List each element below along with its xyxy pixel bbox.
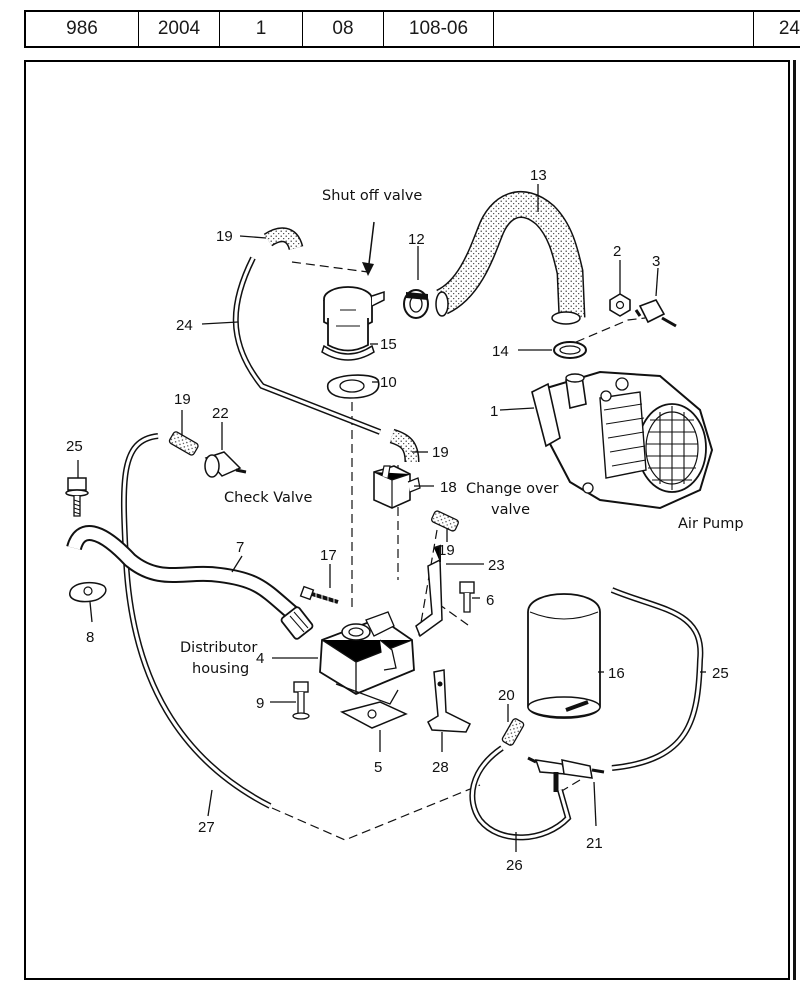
callout-21: 21: [586, 835, 603, 852]
hose-19-check-valve: [168, 431, 199, 456]
callout-13: 13: [530, 167, 547, 184]
callout-19-lower: 19: [438, 542, 455, 559]
callout-16: 16: [608, 665, 625, 682]
callout-19-check: 19: [174, 391, 191, 408]
diagram-frame: [24, 60, 790, 980]
callout-5: 5: [374, 759, 382, 776]
callout-19-top: 19: [216, 228, 233, 245]
callout-14: 14: [492, 343, 509, 360]
callout-28: 28: [432, 759, 449, 776]
callout-10: 10: [380, 374, 397, 391]
gasket-10: [326, 374, 380, 399]
clamp-12: [403, 289, 429, 319]
callout-3: 3: [652, 253, 660, 270]
callout-25-left: 24: [176, 317, 193, 334]
tube-25-right: [610, 587, 704, 771]
label-change-over-line2: valve: [491, 502, 530, 518]
header-cell-group: 1: [220, 12, 303, 46]
shut-off-valve-arrow: [362, 221, 375, 276]
header-table-row: 986 2004 1 08 108-06 24: [24, 10, 800, 48]
vacuum-reservoir-16: [527, 593, 601, 719]
label-distributor-line2: housing: [192, 661, 249, 677]
callout-7: 7: [236, 539, 244, 556]
callout-26: 26: [506, 857, 523, 874]
air-pump-1: [531, 370, 714, 510]
hose-19-elbow-middle: [389, 428, 420, 463]
header-cell-illustration: 108-06: [384, 12, 494, 46]
pipe-7: [66, 525, 314, 640]
hose-20: [501, 718, 525, 746]
callout-9: 9: [256, 695, 264, 712]
callout-12: 12: [408, 231, 425, 248]
bracket-28: [427, 669, 472, 733]
callout-24: 25: [66, 438, 83, 455]
label-change-over-line1: Change over: [466, 481, 558, 497]
hose-19-lower: [431, 510, 459, 532]
callout-19-middle: 19: [432, 444, 449, 461]
callout-27: 27: [198, 819, 215, 836]
callout-17: 17: [320, 547, 337, 564]
callout-22: 22: [212, 405, 229, 422]
callout-23: 23: [488, 557, 505, 574]
hose-13: [435, 191, 586, 325]
header-cell-blank: [494, 12, 754, 46]
callout-1: 1: [490, 403, 498, 420]
bracket-23: [415, 544, 443, 638]
bolt-17: [299, 585, 339, 604]
bolt-6: [459, 581, 475, 613]
shut-off-valve-15: [321, 286, 385, 361]
clamp-14: [553, 341, 587, 359]
frame-edge: [793, 60, 796, 980]
label-distributor-line1: Distributor: [180, 640, 257, 656]
callout-18: 18: [440, 479, 457, 496]
change-over-valve-18: [373, 465, 421, 509]
callout-2: 2: [613, 243, 621, 260]
distributor-housing-4: [319, 611, 415, 705]
hose-19-elbow-top: [263, 227, 304, 251]
gasket-5: [339, 701, 408, 729]
callout-6: 6: [486, 592, 494, 609]
label-air-pump: Air Pump: [678, 516, 744, 532]
label-check-valve: Check Valve: [224, 490, 313, 506]
tee-connector-21: [527, 756, 605, 792]
callout-8: 8: [86, 629, 94, 646]
callout-4: 4: [256, 650, 264, 667]
bolt-24: [65, 477, 89, 517]
leader-lines: [77, 184, 706, 852]
callout-20: 20: [498, 687, 515, 704]
header-cell-year: 2004: [139, 12, 220, 46]
gasket-8: [69, 581, 107, 603]
header-cell-page: 24: [778, 18, 800, 39]
header-cell-subgroup: 08: [303, 12, 384, 46]
label-shut-off-valve: Shut off valve: [322, 188, 422, 204]
nut-2: [609, 293, 631, 317]
callout-15: 15: [380, 336, 397, 353]
callout-25-right: 25: [712, 665, 729, 682]
check-valve-22: [204, 451, 247, 478]
header-cell-model: 986: [26, 12, 139, 46]
bolt-9: [292, 681, 310, 720]
connector-3: [634, 299, 677, 328]
